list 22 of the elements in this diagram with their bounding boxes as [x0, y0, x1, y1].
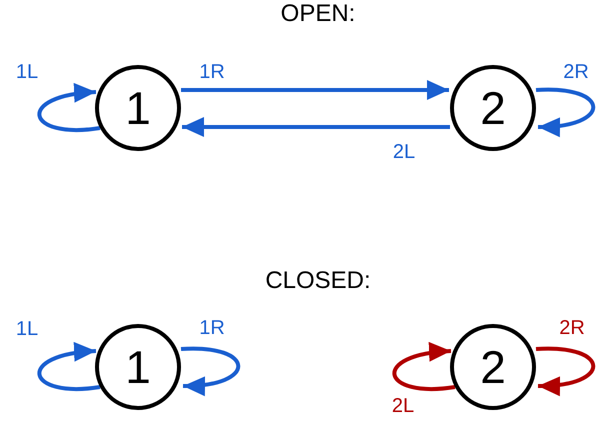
edge-label: 1L [16, 318, 38, 340]
arrow [392, 342, 456, 391]
edge-label: 2R [559, 317, 585, 339]
state-circle: 2 [450, 324, 536, 410]
arrow [182, 117, 450, 137]
arrow [536, 346, 596, 396]
section-heading: OPEN: [280, 1, 356, 27]
state-circle: 1 [95, 324, 181, 410]
edge-label: 1R [199, 61, 225, 83]
edge-label: 2L [392, 141, 416, 163]
arrow [38, 84, 100, 132]
edge-label: 2R [563, 61, 589, 83]
arrow [38, 342, 100, 391]
edge-label: 1R [199, 317, 225, 339]
arrow [180, 346, 240, 396]
edge-label: 1L [16, 61, 38, 83]
state-circle: 2 [450, 65, 536, 151]
section-heading: CLOSED: [265, 268, 371, 294]
arrow [181, 80, 449, 100]
arrow [536, 88, 596, 136]
edge-label: 2L [392, 395, 414, 417]
state-circle: 1 [95, 65, 181, 151]
